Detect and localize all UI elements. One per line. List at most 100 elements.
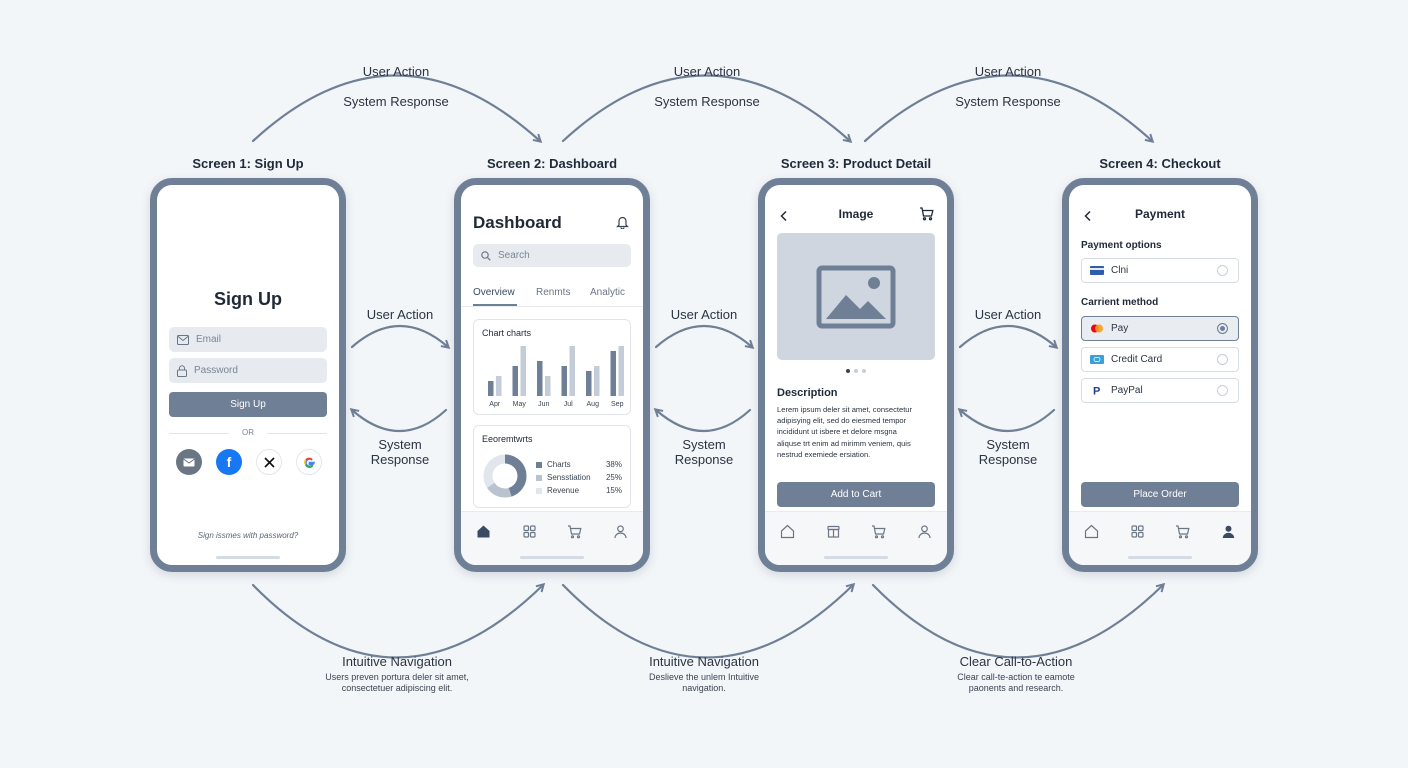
signup-button[interactable]: Sign Up xyxy=(169,392,327,417)
bar xyxy=(569,346,575,396)
carousel-dots[interactable] xyxy=(765,369,947,373)
x-tick-label: Aug xyxy=(587,401,600,408)
tab-active-indicator xyxy=(473,304,517,306)
tab-divider xyxy=(461,306,643,307)
top-response-label-2: System Response xyxy=(654,94,760,109)
tab-overview[interactable]: Overview xyxy=(473,287,515,298)
search-input[interactable]: Search xyxy=(473,244,631,267)
mid-action-label-3: User Action xyxy=(974,307,1042,322)
email-placeholder: Email xyxy=(196,334,222,345)
tab-analytic[interactable]: Analytic xyxy=(590,287,626,298)
home-icon[interactable] xyxy=(1084,524,1099,539)
add-to-cart-button[interactable]: Add to Cart xyxy=(777,482,935,507)
facebook-login-button[interactable]: f xyxy=(216,449,242,475)
home-indicator xyxy=(1128,556,1192,559)
mail-icon xyxy=(177,334,189,345)
payment-method-pay[interactable]: Pay xyxy=(1081,316,1239,341)
screen-title-4: Screen 4: Checkout xyxy=(1099,156,1221,171)
back-icon[interactable] xyxy=(1083,210,1093,222)
bar xyxy=(520,346,526,396)
top-arc-2 xyxy=(561,74,850,142)
place-order-button[interactable]: Place Order xyxy=(1081,482,1239,507)
bar xyxy=(537,361,543,396)
mid-action-arc-2 xyxy=(654,325,752,347)
bottom-note-title: Intuitive Navigation xyxy=(649,654,759,669)
bell-icon[interactable] xyxy=(616,215,629,229)
bottom-arc-3 xyxy=(871,585,1163,659)
signup-footer-link[interactable]: Sign issmes with password? xyxy=(197,531,299,540)
product-image xyxy=(777,233,935,360)
email-login-button[interactable] xyxy=(176,449,202,475)
bottom-note-1: Intuitive Navigation Users preven portur… xyxy=(297,654,497,694)
home-icon[interactable] xyxy=(476,524,491,539)
radio-button[interactable] xyxy=(1217,265,1228,276)
mail-icon xyxy=(183,458,195,466)
user-icon[interactable] xyxy=(613,524,628,539)
top-arc-1 xyxy=(251,74,540,142)
payment-method-credit-card[interactable]: Credit Card xyxy=(1081,347,1239,372)
email-field[interactable]: Email xyxy=(169,327,327,352)
bar xyxy=(488,381,494,396)
cart-icon[interactable] xyxy=(919,206,934,221)
bar xyxy=(586,371,592,396)
x-tick-label: Sep xyxy=(611,401,624,408)
mid-action-label-2: User Action xyxy=(670,307,738,322)
payment-option-card[interactable]: Clni xyxy=(1081,258,1239,283)
password-placeholder: Password xyxy=(194,365,238,376)
mid-action-arc-1 xyxy=(350,325,448,347)
cart-icon[interactable] xyxy=(1175,524,1190,539)
cart-icon[interactable] xyxy=(567,524,582,539)
bar xyxy=(594,366,600,396)
bar xyxy=(610,351,616,396)
card-icon xyxy=(1090,266,1104,275)
cart-icon[interactable] xyxy=(871,524,886,539)
bar xyxy=(496,376,502,396)
google-icon xyxy=(303,457,315,468)
bottom-arc-2 xyxy=(561,585,853,659)
payment-method-paypal[interactable]: P PayPal xyxy=(1081,378,1239,403)
or-label: OR xyxy=(242,428,254,437)
grid-icon[interactable] xyxy=(522,524,537,539)
home-indicator xyxy=(824,556,888,559)
password-field[interactable]: Password xyxy=(169,358,327,383)
description-title: Description xyxy=(777,387,838,399)
paypal-icon: P xyxy=(1093,386,1100,397)
screen-title-3: Screen 3: Product Detail xyxy=(780,156,932,171)
mid-response-arc-3 xyxy=(960,410,1056,432)
bottom-note-title: Intuitive Navigation xyxy=(342,654,452,669)
tab-renmts[interactable]: Renmts xyxy=(536,287,571,298)
x-login-button[interactable] xyxy=(256,449,282,475)
dashboard-heading: Dashboard xyxy=(473,213,562,232)
phone-signup: Sign Up Email Password Sign Up OR f Sign… xyxy=(150,178,346,572)
back-icon[interactable] xyxy=(779,210,789,222)
phone-dashboard: Dashboard Search Overview Renmts Analyti… xyxy=(454,178,650,572)
top-action-label-2: User Action xyxy=(673,64,741,79)
home-icon[interactable] xyxy=(780,524,795,539)
x-tick-label: May xyxy=(513,401,527,408)
method-title: Carrient method xyxy=(1081,297,1159,308)
top-response-label-1: System Response xyxy=(343,94,449,109)
store-icon[interactable] xyxy=(826,524,841,539)
radio-button-selected[interactable] xyxy=(1217,323,1228,334)
user-icon[interactable] xyxy=(917,524,932,539)
radio-button[interactable] xyxy=(1217,354,1228,365)
description-text: Lerem ipsum deler sit amet, consectetur … xyxy=(777,405,913,459)
mid-action-label-1: User Action xyxy=(366,307,434,322)
google-login-button[interactable] xyxy=(296,449,322,475)
lock-icon xyxy=(177,364,187,377)
phone-checkout: Payment Payment options Clni Carrient me… xyxy=(1062,178,1258,572)
user-icon[interactable] xyxy=(1221,524,1236,539)
top-action-label-1: User Action xyxy=(362,64,430,79)
bottom-arc-1 xyxy=(251,585,543,659)
donut-chart xyxy=(483,454,527,498)
grid-icon[interactable] xyxy=(1130,524,1145,539)
radio-button[interactable] xyxy=(1217,385,1228,396)
bar xyxy=(512,366,518,396)
